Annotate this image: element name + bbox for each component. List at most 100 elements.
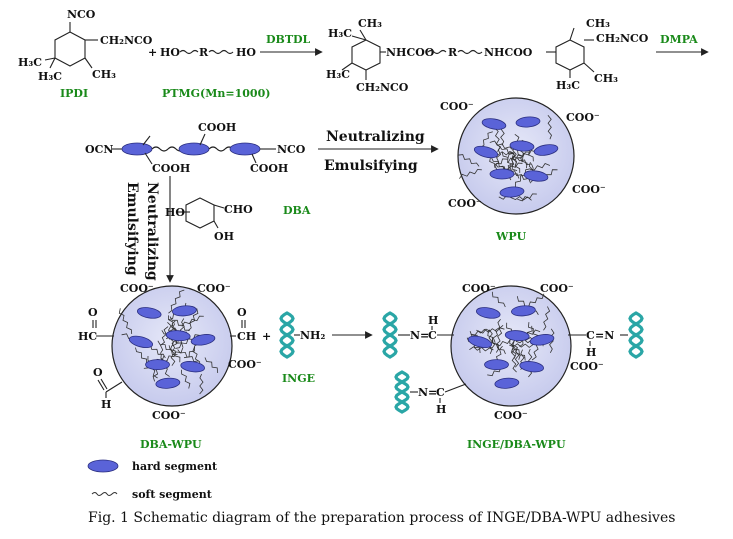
hard-segment [136,307,162,319]
ipdi-ch2nco: CH₂NCO [100,34,153,47]
soft-segment [181,315,204,327]
soft-segment [168,345,181,363]
dbawpu-hc: HC [78,330,97,343]
wpu-particle: COO⁻ COO⁻ COO⁻ COO⁻ WPU [440,97,606,243]
prod-h-left-bottom: H [436,403,446,416]
legend-soft-label: soft segment [132,488,213,501]
wpu-segments [457,114,559,202]
soft-segment [530,163,551,171]
soft-segment [181,369,191,389]
hard-segment [473,145,499,159]
hard-segment [467,335,493,349]
soft-segment [491,157,506,173]
hard-segment [504,330,530,342]
step-emulsifying-h: Emulsifying [324,158,418,174]
soft-segment [495,324,504,353]
ipdi-nco: NCO [67,8,96,21]
chain-nco: NCO [277,143,306,156]
soft-segment [517,150,528,169]
chain-hard-segment-2 [178,142,210,156]
hard-segment [499,186,525,198]
prod-coo-1: COO⁻ [462,282,496,295]
wpu-coo-4: COO⁻ [448,197,482,210]
prod-coo-2: COO⁻ [540,282,574,295]
soft-segment [169,316,190,331]
dmpa-prepolymer: OCN COOH COOH COOH NCO [85,121,306,175]
dbawpu-o-1: O [88,306,98,319]
prod-coo-3: COO⁻ [570,360,604,373]
soft-segment [487,330,498,349]
soft-segment [199,373,204,395]
pre-ch3-right: CH₃ [594,72,618,85]
prod-h-left-top: H [428,314,438,327]
product-segments [466,291,555,389]
step-neutralizing-h: Neutralizing [326,129,425,145]
inge-nh2: NH₂ [300,329,325,342]
soft-segment [495,152,514,165]
prod-c-left-top: C [428,329,437,342]
plus-1: + [148,46,157,59]
soft-segment [457,154,480,167]
plus-2: + [262,330,271,343]
soft-segment [488,329,493,354]
hard-segment [128,335,154,349]
soft-segment [514,347,520,368]
step-neutralizing-v: Neutralizing [144,182,160,281]
dbawpu-ch: CH [237,330,256,343]
hard-segment [533,144,559,156]
hard-segment [475,307,501,319]
pre-h3c-right: H₃C [556,79,580,92]
soft-segment [162,347,184,362]
soft-segment [492,318,501,343]
dmpa-label: DMPA [660,33,698,46]
soft-segment [470,328,491,336]
soft-segment [508,151,521,173]
dba-cho: CHO [224,203,253,216]
chain-cooh-2: COOH [198,121,236,134]
inge-strand [279,311,295,359]
prod-c-right: C [586,329,595,342]
hard-segment [484,359,509,371]
figure-caption: Fig. 1 Schematic diagram of the preparat… [88,510,675,526]
soft-segment [192,346,201,367]
dbawpu-o-3: O [93,366,103,379]
dbawpu-coo-4: COO⁻ [152,409,186,422]
pre-nhcoo-right: NHCOO [484,46,533,59]
prod-h-right: H [586,346,596,359]
soft-segment [159,326,169,354]
chain-hard-segment-3 [229,142,261,156]
legend-hard-label: hard segment [132,460,218,473]
helix-left-bottom [394,370,410,414]
dba-label: DBA [283,204,311,217]
pre-ch3-left-top: CH₃ [358,17,382,30]
legend-soft-swatch [91,492,118,496]
soft-segment [549,328,555,353]
inge-label: INGE [282,372,315,385]
hard-segment [180,361,205,373]
dba-wpu-label: DBA-WPU [140,438,202,451]
inge-helix [279,311,295,359]
hard-segment [519,361,544,373]
hard-segment [155,377,181,389]
legend: hard segment soft segment [87,459,218,501]
hard-segment [523,170,549,182]
ipdi-label: IPDI [60,87,88,100]
chain-cooh-3: COOH [250,162,288,175]
ipdi-h3c-1: H₃C [18,56,42,69]
inge-structure: NH₂ INGE [279,311,325,385]
soft-segment [459,169,482,179]
hard-segment [190,334,216,346]
step-emulsifying-v: Emulsifying [124,182,140,276]
ptmg-ho-left: HO [160,46,180,59]
soft-segment [511,345,526,361]
soft-segment [168,289,185,314]
inge-strand [394,370,410,414]
ipdi-ch3: CH₃ [92,68,116,81]
hard-segment [509,140,535,152]
pre-h3c-left: H₃C [328,27,352,40]
dba-wpu-segments [118,289,219,395]
soft-segment [543,306,551,331]
soft-segment [510,348,517,373]
hard-segment [529,334,555,346]
